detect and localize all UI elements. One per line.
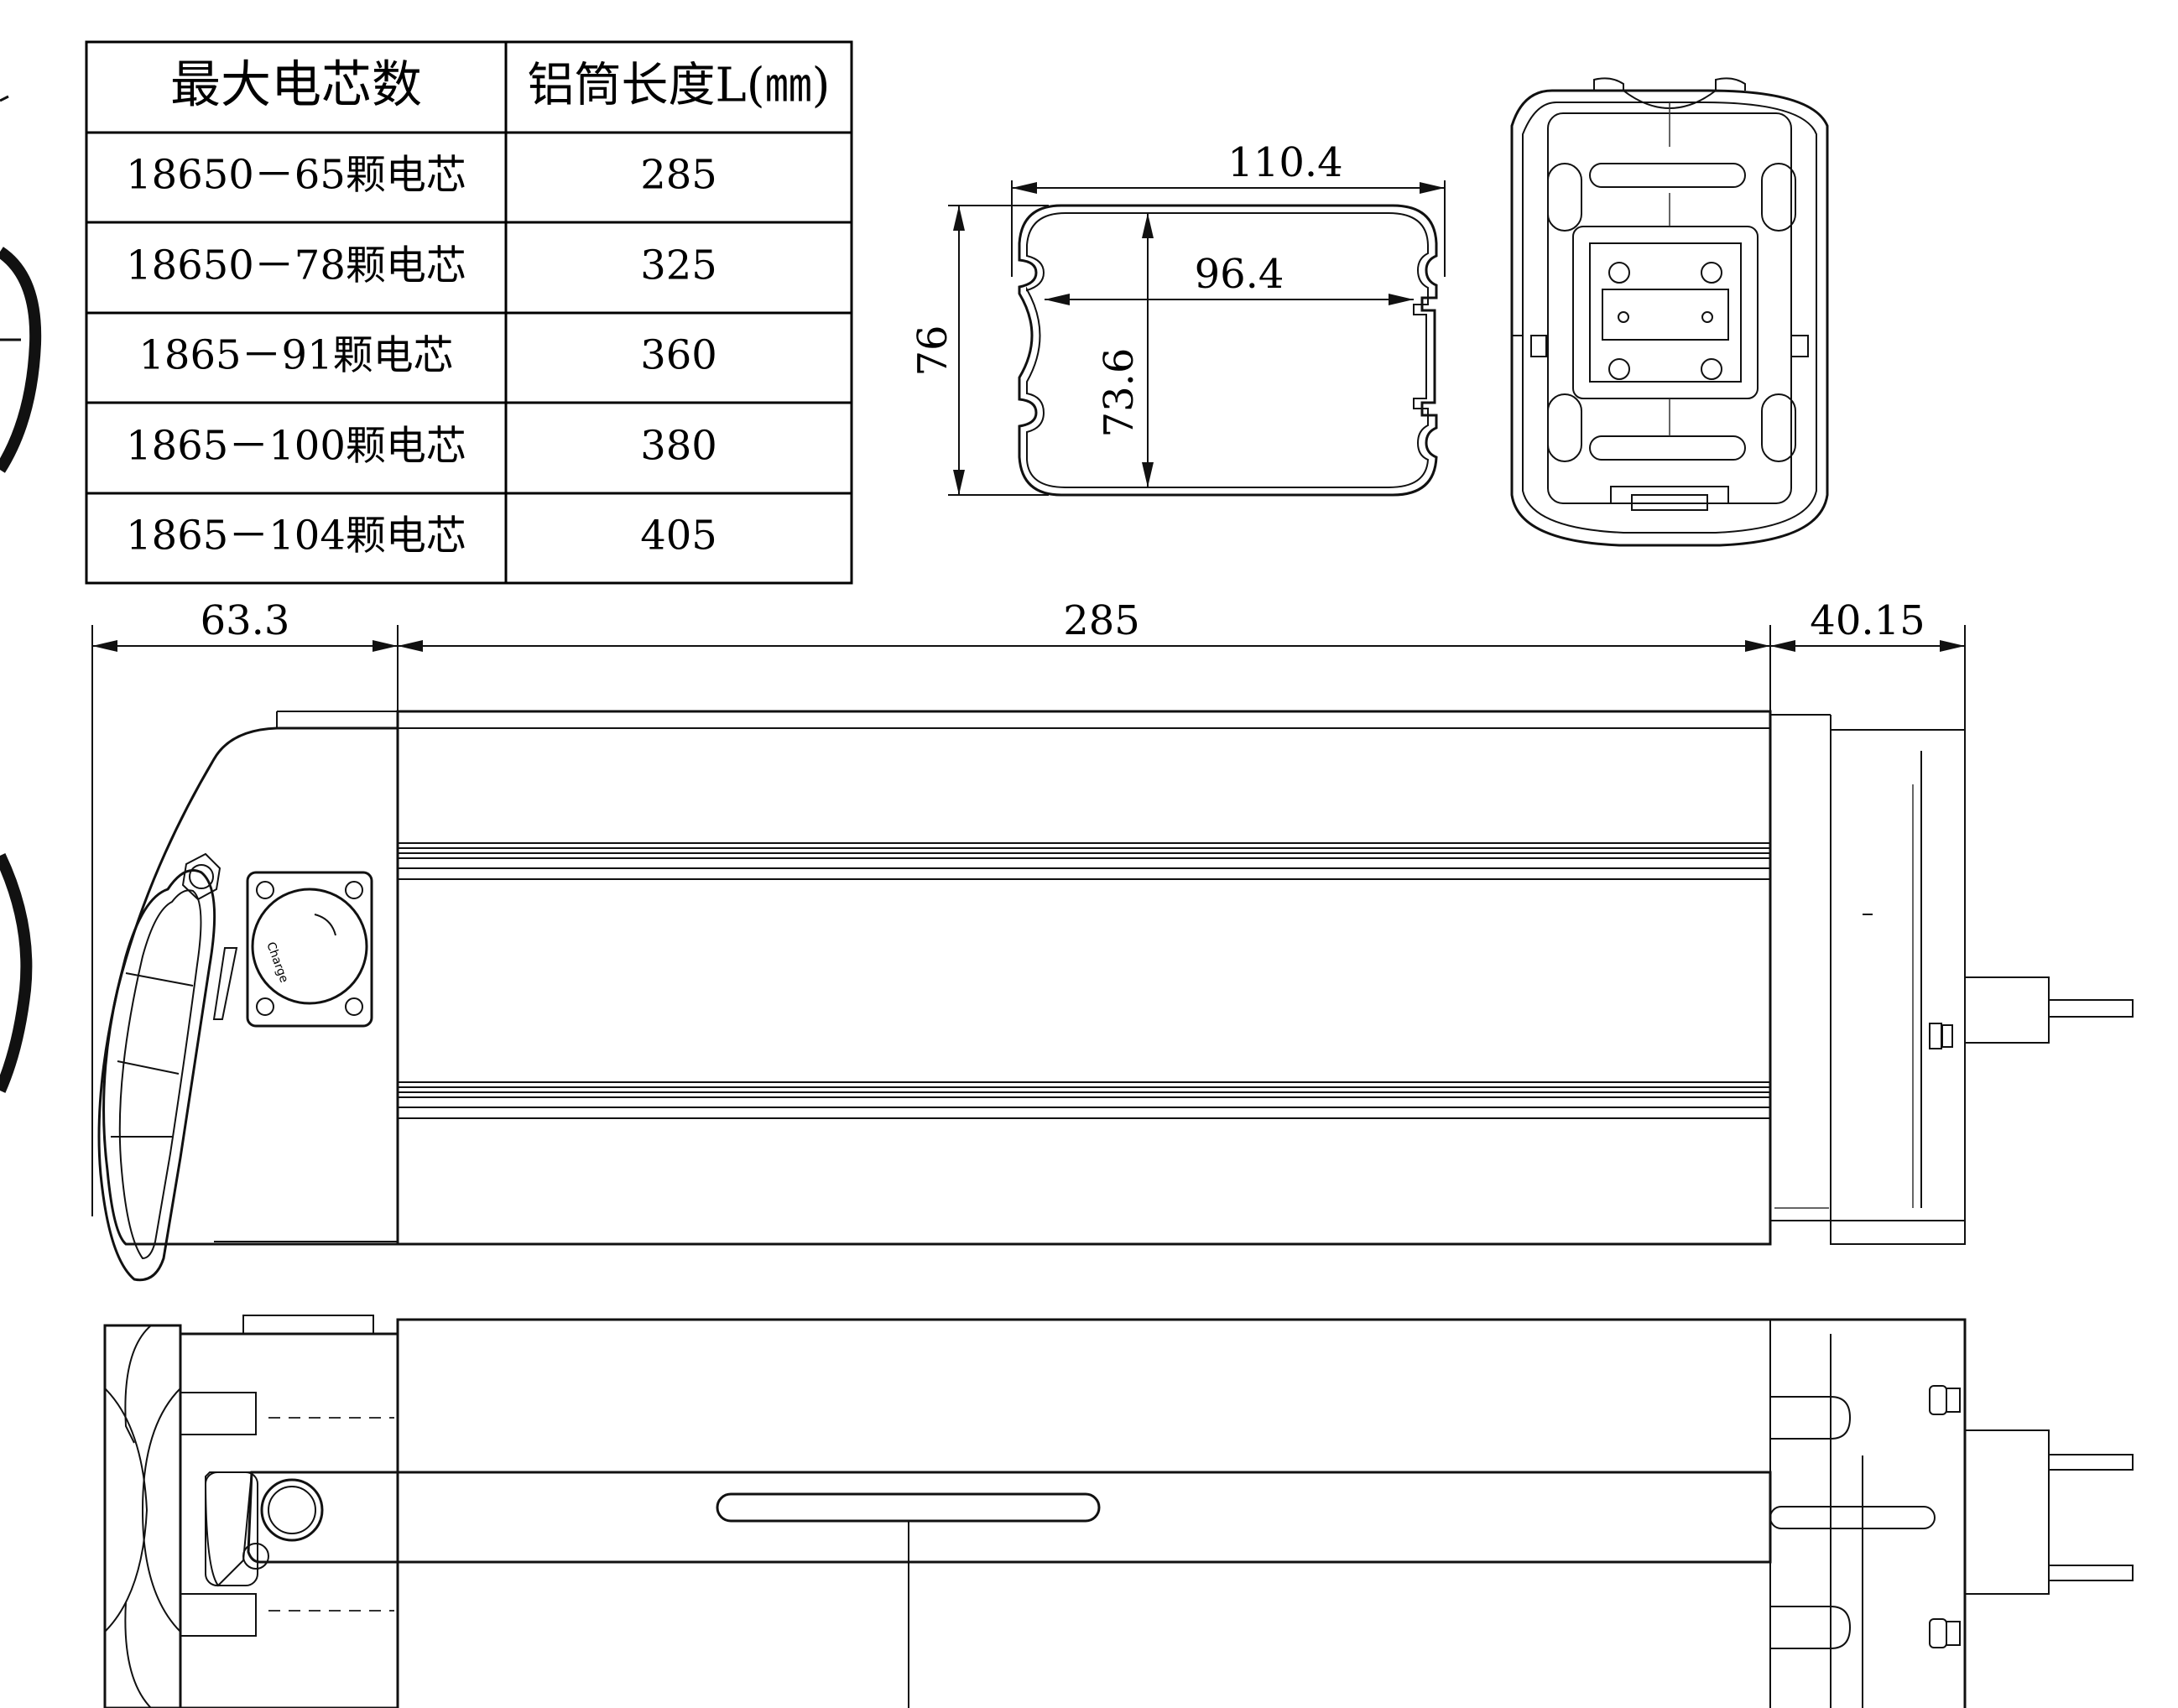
edge-partial-shapes xyxy=(0,95,42,1093)
battery-side-view: Charge xyxy=(97,710,2134,1282)
table-row-3-cells: 1865－91颗电芯 xyxy=(138,332,453,379)
table-row-3-length: 360 xyxy=(640,332,717,379)
battery-bottom-view xyxy=(103,1315,2134,1708)
table-row-5-length: 405 xyxy=(640,513,717,560)
charge-port-label: Charge xyxy=(263,940,290,985)
charge-port: Charge xyxy=(246,871,373,1028)
cell-length-table: 最大电芯数 铝筒长度L(㎜) 18650－65颗电芯 285 18650－78颗… xyxy=(85,40,853,585)
dim-profile-inner-height: 73.6 xyxy=(1096,348,1143,438)
table-row-4-cells: 1865－100颗电芯 xyxy=(126,423,466,470)
dim-left-cap: 63.3 xyxy=(201,597,290,644)
dim-profile-height: 76 xyxy=(909,325,956,376)
dim-right-cap: 40.15 xyxy=(1810,597,1925,644)
dim-profile-width: 110.4 xyxy=(1227,139,1342,186)
rail-groove-lower xyxy=(398,1081,1770,1119)
length-dimensions: 63.3 285 40.15 xyxy=(91,597,1966,1216)
table-row-4-length: 380 xyxy=(640,423,717,470)
table-header-tube-length: 铝筒长度L(㎜) xyxy=(528,59,831,113)
dim-profile-inner-width: 96.4 xyxy=(1195,251,1284,298)
table-row-1-cells: 18650－65颗电芯 xyxy=(126,152,466,199)
end-cap-front-view xyxy=(1510,77,1829,547)
table-header-cell-count: 最大电芯数 xyxy=(170,56,422,115)
table-row-2-cells: 18650－78颗电芯 xyxy=(126,242,466,289)
table-row-2-length: 325 xyxy=(640,242,717,289)
table-row-5-cells: 1865－104颗电芯 xyxy=(126,513,466,560)
profile-cross-section: 110.4 96.4 73.6 76 xyxy=(909,139,1446,497)
table-row-1-length: 285 xyxy=(640,152,717,199)
rail-groove-upper xyxy=(398,842,1770,880)
dim-tube-length: 285 xyxy=(1063,597,1140,644)
